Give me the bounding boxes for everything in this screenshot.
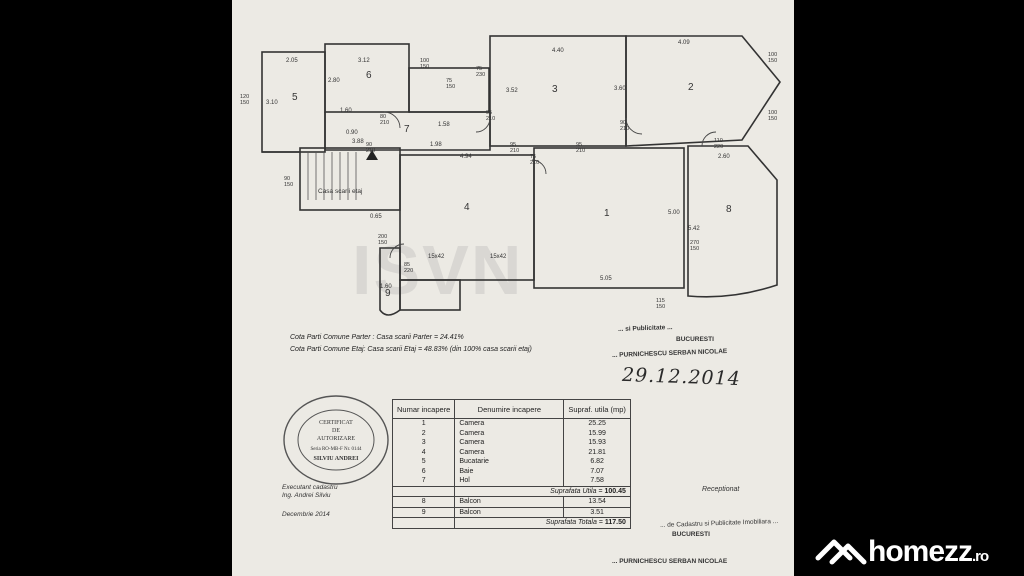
svg-text:3.12: 3.12 <box>358 58 370 64</box>
stair-block <box>299 147 401 211</box>
floor-plan-drawing: 5 6 7 3 2 4 1 8 9 2.05 3.12 4.40 4.09 1.… <box>240 35 781 316</box>
room-number: 8 <box>726 204 732 215</box>
table-header: Supraf. utila (mp) <box>563 399 631 419</box>
svg-text:2.05: 2.05 <box>286 58 298 64</box>
svg-text:Seria RO-MB-F Nr. 0144: Seria RO-MB-F Nr. 0144 <box>310 447 362 452</box>
room-number: 7 <box>404 124 410 135</box>
svg-text:5.00: 5.00 <box>668 210 680 216</box>
room-number: 6 <box>366 70 372 81</box>
table-row-util: Suprafata Utila = 100.45 <box>391 485 631 497</box>
svg-text:1.58: 1.58 <box>438 122 450 128</box>
svg-text:AUTORIZARE: AUTORIZARE <box>317 436 356 442</box>
room-4-outline <box>399 154 535 281</box>
svg-text:2.60: 2.60 <box>718 154 730 160</box>
svg-text:2.80: 2.80 <box>328 78 340 84</box>
svg-text:SILVIU ANDREI: SILVIU ANDREI <box>314 456 360 462</box>
room-8-outline <box>687 145 778 298</box>
signature-date: 29.12.2014 <box>621 363 742 391</box>
stair-label: Casa scarii etaj <box>318 188 362 195</box>
svg-text:0.90: 0.90 <box>346 130 358 136</box>
stamp-bottom-line3: ... PURNICHESCU SERBAN NICOLAE <box>612 558 728 565</box>
svg-text:5.05: 5.05 <box>600 276 612 282</box>
floor-plan-sheet: ISVN <box>232 0 794 576</box>
svg-text:3.88: 3.88 <box>352 139 364 145</box>
svg-text:DE: DE <box>332 428 340 434</box>
svg-text:4.09: 4.09 <box>678 40 690 46</box>
authorization-seal: CERTIFICAT DE AUTORIZARE Seria RO-MB-F N… <box>283 395 389 485</box>
room-number: 2 <box>688 82 694 93</box>
stamp-bottom-line2: BUCURESTI <box>672 531 710 538</box>
room-number: 4 <box>464 202 470 213</box>
room-number: 3 <box>552 84 558 95</box>
svg-text:1.60: 1.60 <box>380 284 392 290</box>
svg-text:15x42: 15x42 <box>428 254 445 260</box>
svg-text:4.40: 4.40 <box>552 48 564 54</box>
stamp-top-line1: ... si Publicitate ... <box>617 324 673 333</box>
svg-text:3.10: 3.10 <box>266 100 278 106</box>
homezz-wordmark: homezz.ro <box>868 535 989 568</box>
table-row-total: Suprafata Totala = 117.50 <box>391 517 631 529</box>
svg-text:3.60: 3.60 <box>614 86 626 92</box>
svg-text:3.52: 3.52 <box>506 88 518 94</box>
svg-text:5.42: 5.42 <box>688 226 700 232</box>
room-1-outline <box>533 147 685 289</box>
executant-block: Executant cadastru Ing. Andrei Silviu <box>282 484 338 499</box>
svg-text:1.98: 1.98 <box>430 142 442 148</box>
room-number: 5 <box>292 92 298 103</box>
receptionat-label: Receptionat <box>702 486 740 493</box>
rooms-table: Numar incapere Denumire incapere Supraf.… <box>391 399 631 529</box>
room-9-outline <box>379 247 401 316</box>
room-number: 9 <box>385 288 391 299</box>
cota-etaj: Cota Parti Comune Etaj: Casa scarii Etaj… <box>290 346 532 353</box>
stamp-top-line3: ... PURNICHESCU SERBAN NICOLAE <box>611 347 728 360</box>
table-header: Denumire incapere <box>454 399 565 419</box>
cota-parter: Cota Parti Comune Parter : Casa scarii P… <box>290 334 464 341</box>
svg-text:4.94: 4.94 <box>460 154 472 160</box>
stair-treads <box>307 152 357 200</box>
svg-text:0.65: 0.65 <box>370 214 382 220</box>
room-number: 1 <box>604 208 610 219</box>
homezz-logo <box>815 539 867 565</box>
stamp-bottom-line1: ... de Cadastru si Publicitate Imobiliar… <box>659 517 779 530</box>
svg-text:CERTIFICAT: CERTIFICAT <box>319 420 353 426</box>
svg-text:15x42: 15x42 <box>490 254 507 260</box>
executant-date: Decembrie 2014 <box>282 511 330 518</box>
stamp-top-line2: BUCURESTI <box>676 336 714 343</box>
room-2-outline <box>625 35 781 147</box>
table-header: Numar incapere <box>391 399 456 419</box>
svg-text:1.60: 1.60 <box>340 108 352 114</box>
